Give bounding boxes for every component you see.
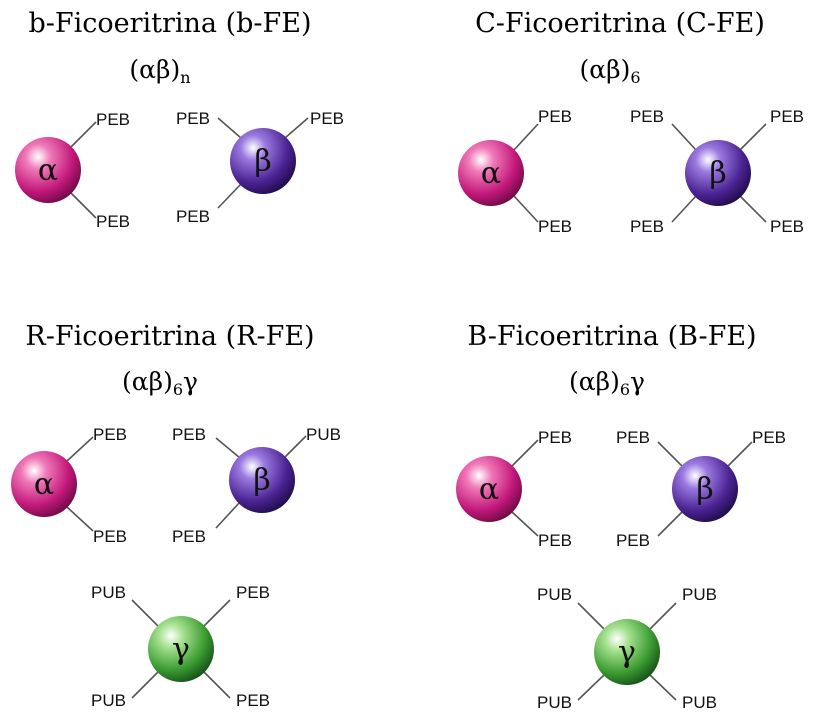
chromophore-label: PUB: [537, 585, 572, 604]
chromophore-label: PEB: [176, 109, 210, 128]
subunit-alpha: α PEB PEB: [15, 110, 130, 231]
chromophore-label: PUB: [91, 583, 126, 602]
chromophore-label: PEB: [630, 217, 664, 236]
panel-formula: (αβ)6γ: [122, 367, 198, 399]
chromophore-label: PEB: [538, 107, 572, 126]
panel-formula: (αβ)n: [129, 55, 190, 87]
chromophore-label: PEB: [96, 110, 130, 129]
beta-symbol: β: [254, 144, 271, 179]
alpha-symbol: α: [34, 467, 54, 502]
gamma-symbol: γ: [172, 632, 190, 667]
alpha-symbol: α: [481, 156, 501, 191]
panel-formula: (αβ)6γ: [569, 367, 645, 399]
panel-formula: (αβ)6: [579, 55, 640, 87]
chromophore-label: PEB: [172, 527, 206, 546]
chromophore-label: PUB: [537, 693, 572, 712]
chromophore-label: PEB: [770, 107, 804, 126]
chromophore-label: PEB: [752, 428, 786, 447]
chromophore-label: PEB: [236, 691, 270, 710]
alpha-symbol: α: [38, 153, 58, 188]
chromophore-label: PEB: [96, 212, 130, 231]
chromophore-label: PEB: [538, 428, 572, 447]
chromophore-label: PEB: [176, 207, 210, 226]
chromophore-label: PEB: [616, 531, 650, 550]
panel-title: R-Ficoeritrina (R-FE): [25, 321, 314, 352]
chromophore-label: PUB: [682, 585, 717, 604]
subunit-alpha: α PEB PEB: [458, 107, 572, 236]
chromophore-label: PEB: [172, 425, 206, 444]
panel-b-fe: b-Ficoeritrina (b-FE) (αβ)n α PEB PEB β …: [15, 8, 344, 231]
panel-big-b-fe: B-Ficoeritrina (B-FE) (αβ)6γ α PEB PEB β…: [456, 321, 786, 712]
subunit-gamma: γ PUB PUB PUB PUB: [537, 585, 717, 712]
subunit-beta: β PEB PEB PEB: [176, 109, 344, 226]
chromophore-label: PUB: [306, 425, 341, 444]
panel-title: B-Ficoeritrina (B-FE): [467, 321, 756, 352]
subunit-beta: β PEB PUB PEB: [172, 425, 341, 546]
subunit-gamma: γ PUB PEB PUB PEB: [91, 583, 270, 710]
panel-r-fe: R-Ficoeritrina (R-FE) (αβ)6γ α PEB PEB β…: [11, 321, 341, 710]
chromophore-label: PEB: [538, 531, 572, 550]
chromophore-label: PEB: [310, 109, 344, 128]
panel-title: b-Ficoeritrina (b-FE): [28, 8, 311, 39]
beta-symbol: β: [253, 463, 270, 498]
chromophore-label: PEB: [93, 425, 127, 444]
chromophore-label: PEB: [236, 583, 270, 602]
subunit-beta: β PEB PEB PEB PEB: [630, 107, 804, 236]
alpha-symbol: α: [479, 472, 499, 507]
chromophore-label: PUB: [682, 693, 717, 712]
chromophore-label: PEB: [616, 428, 650, 447]
chromophore-label: PUB: [91, 691, 126, 710]
subunit-alpha: α PEB PEB: [456, 428, 572, 550]
chromophore-label: PEB: [630, 107, 664, 126]
subunit-beta: β PEB PEB PEB: [616, 428, 786, 550]
panel-c-fe: C-Ficoeritrina (C-FE) (αβ)6 α PEB PEB β …: [458, 8, 804, 236]
panel-title: C-Ficoeritrina (C-FE): [475, 8, 765, 39]
chromophore-label: PEB: [770, 217, 804, 236]
beta-symbol: β: [696, 472, 713, 507]
chromophore-label: PEB: [538, 217, 572, 236]
subunit-alpha: α PEB PEB: [11, 425, 127, 546]
gamma-symbol: γ: [618, 635, 636, 670]
chromophore-label: PEB: [93, 527, 127, 546]
beta-symbol: β: [709, 156, 726, 191]
